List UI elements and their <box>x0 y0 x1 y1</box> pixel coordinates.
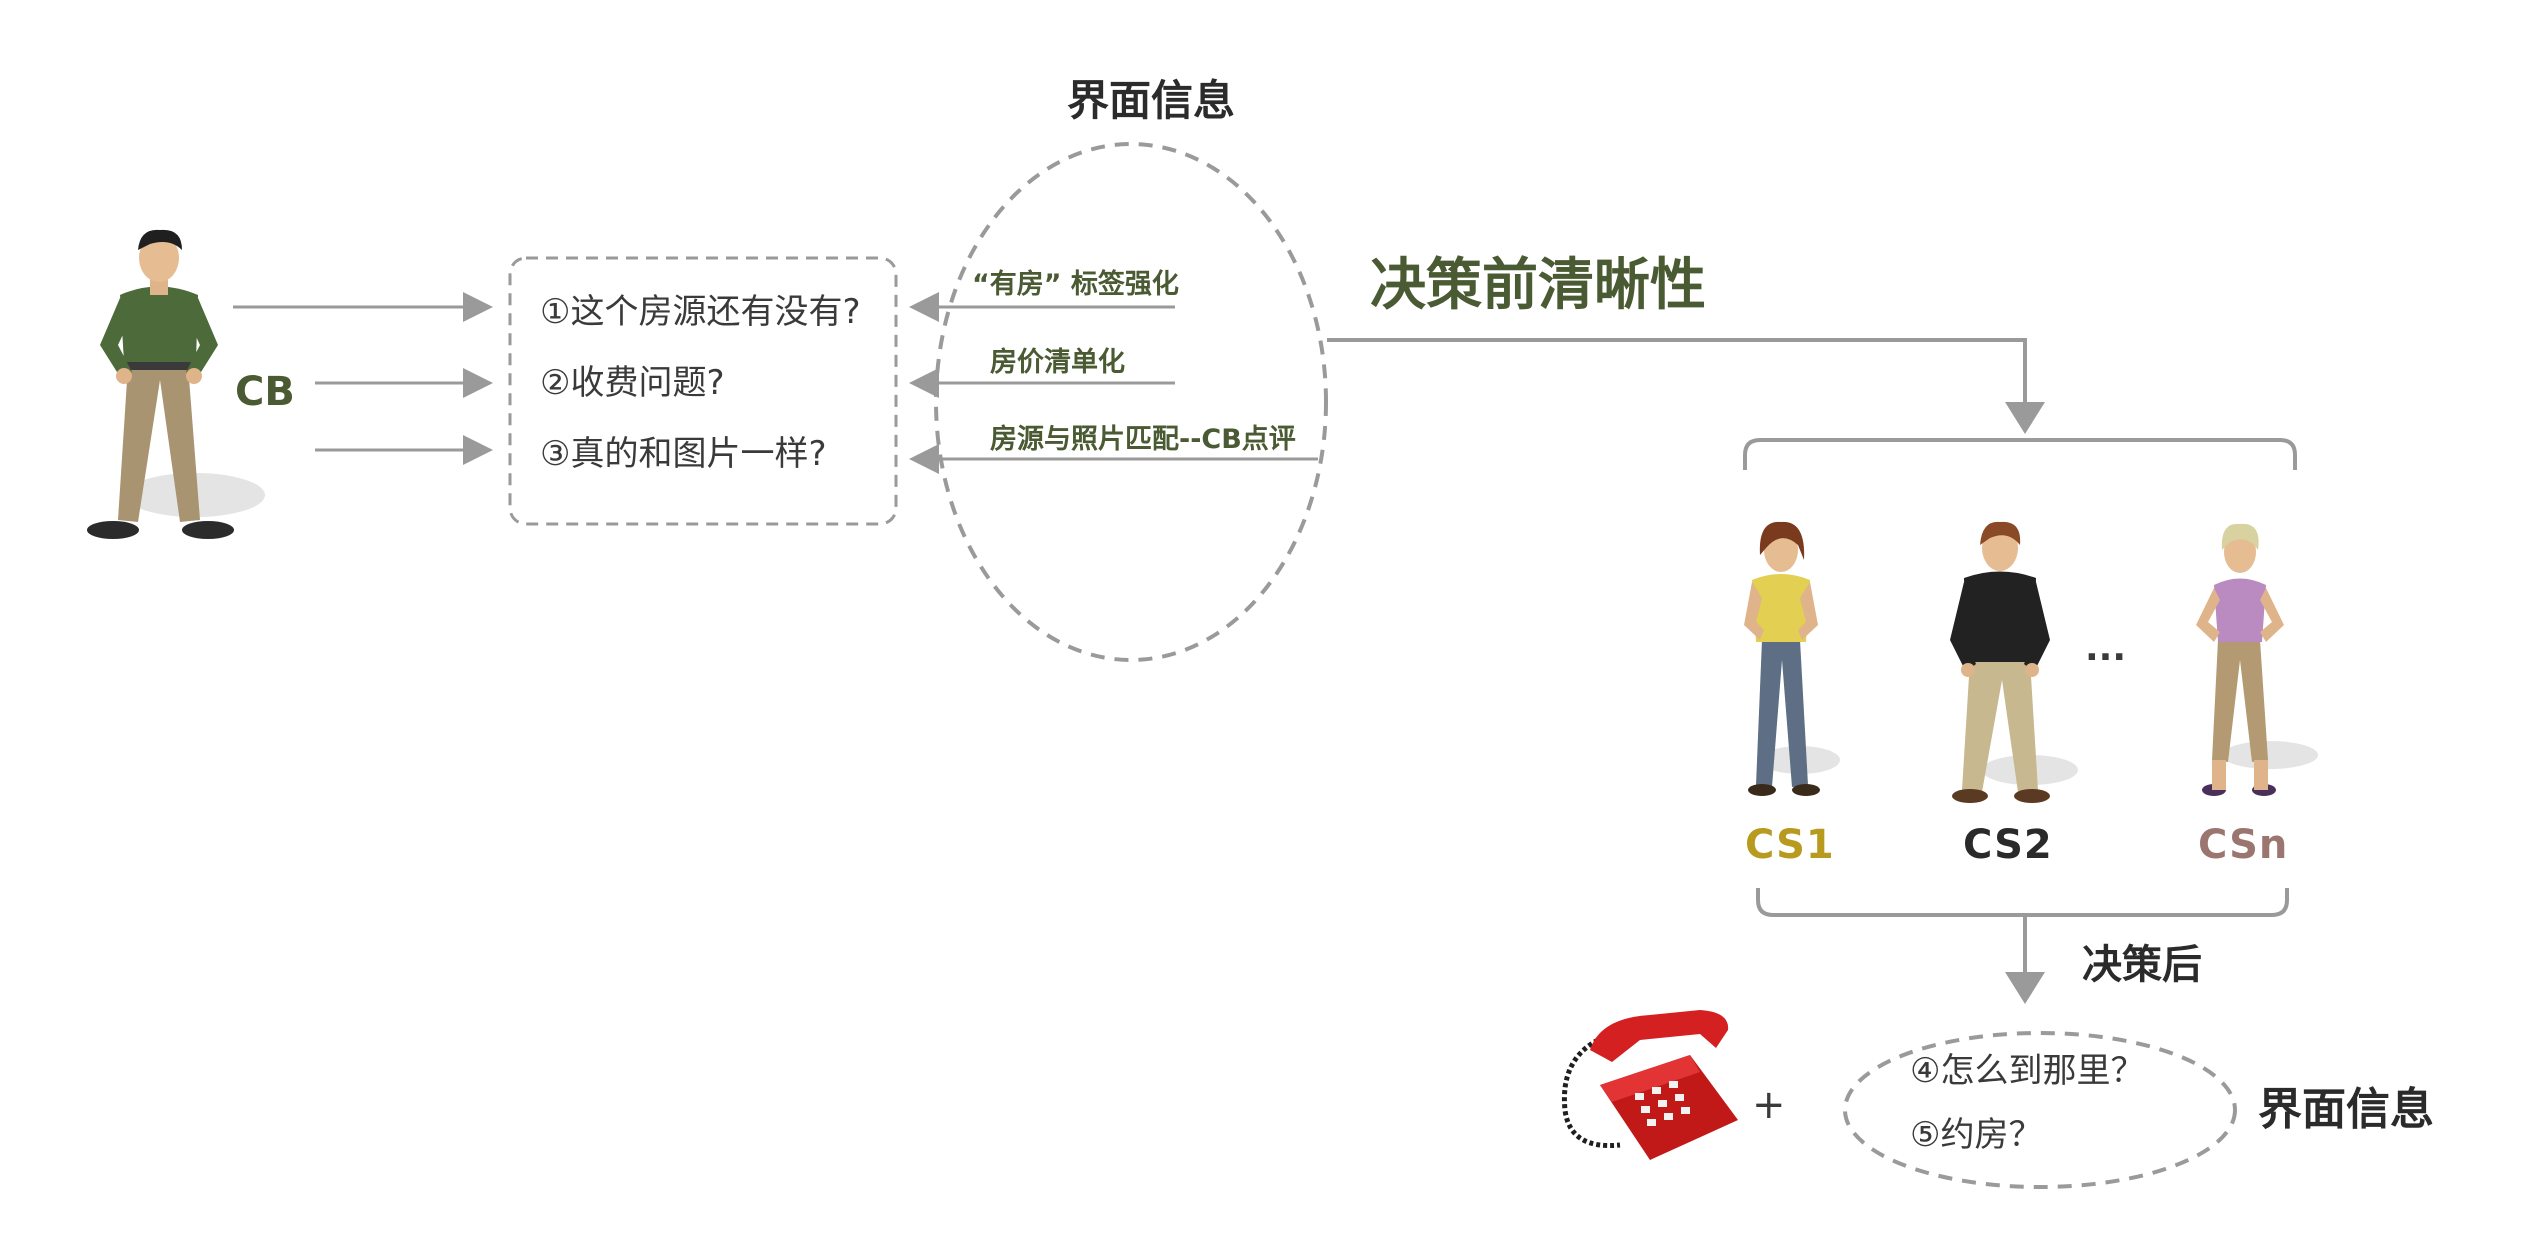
after-ellipse <box>1843 1031 2237 1189</box>
cs2-person-icon <box>1950 521 2078 803</box>
top-interface-heading: 界面信息 <box>1067 76 1236 125</box>
interface-item-2: 房价清单化 <box>990 347 1125 378</box>
cb-person-icon <box>87 229 265 539</box>
question-3: ③真的和图片一样? <box>540 434 827 474</box>
ellipsis: ··· <box>2085 637 2127 678</box>
plus-sign: + <box>1752 1082 1786 1128</box>
cb-label: CB <box>235 369 295 415</box>
bottom-brace <box>1756 888 2289 917</box>
question-1: ①这个房源还有没有? <box>540 292 861 332</box>
after-question-1: ④怎么到那里？ <box>1910 1051 2145 1091</box>
interface-ellipse <box>934 142 1328 662</box>
interface-item-1: “有房” 标签强化 <box>972 269 1179 300</box>
decision-before-heading: 决策前清晰性 <box>1370 253 1706 318</box>
decision-connector <box>1327 338 2045 434</box>
top-brace <box>1743 438 2297 470</box>
after-question-2: ⑤约房？ <box>1910 1115 2043 1155</box>
interface-item-3: 房源与照片匹配--CB点评 <box>990 424 1296 455</box>
telephone-icon <box>1561 1010 1738 1160</box>
cs2-label: CS2 <box>1963 822 2053 868</box>
cs1-label: CS1 <box>1745 822 1835 868</box>
bottom-interface-heading: 界面信息 <box>2258 1084 2434 1135</box>
cs1-person-icon <box>1744 521 1840 796</box>
csn-person-icon <box>2196 523 2318 796</box>
decision-after-label: 决策后 <box>2082 942 2202 988</box>
csn-label: CSn <box>2198 822 2289 868</box>
question-2: ②收费问题? <box>540 363 725 403</box>
